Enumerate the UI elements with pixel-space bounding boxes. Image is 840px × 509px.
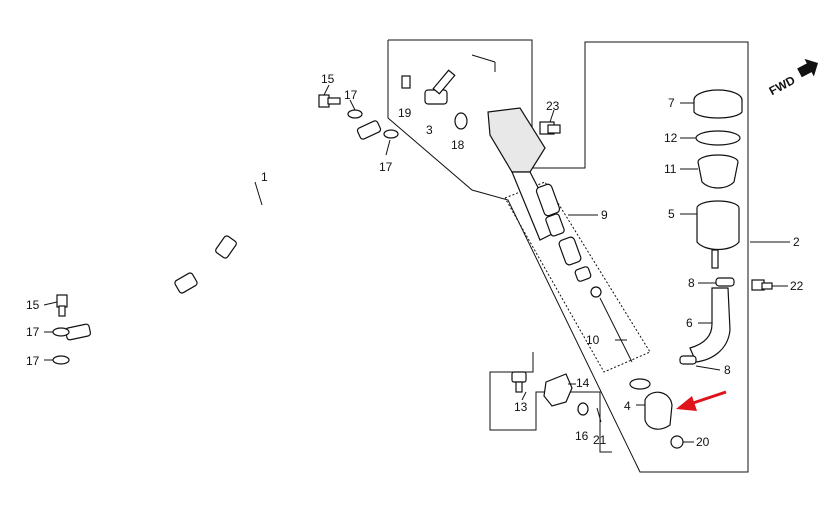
washer-17a: [52, 327, 70, 337]
reservoir-hose-6: [689, 287, 731, 363]
banjo-bolt-top: [318, 94, 341, 108]
callout-15a: 15: [26, 298, 40, 312]
washer-17b: [52, 355, 70, 365]
callout-17b: 17: [26, 354, 40, 368]
washer-17d: [383, 129, 399, 139]
callout-23: 23: [546, 99, 560, 113]
callout-6: 6: [686, 316, 693, 330]
fwd-indicator: FWD: [767, 58, 819, 98]
boot-4: [629, 378, 673, 430]
callout-3: 3: [426, 123, 433, 137]
fwd-label: FWD: [767, 73, 798, 98]
callout-20: 20: [696, 435, 710, 449]
brake-hose: [64, 120, 382, 341]
callout-1: 1: [261, 170, 268, 184]
callout-17a: 17: [26, 325, 40, 339]
callout-4: 4: [624, 399, 631, 413]
nut-20: [670, 435, 684, 449]
push-rod: [599, 297, 633, 363]
leader-lines: [43, 84, 790, 443]
bleeder-19: [401, 75, 411, 89]
callout-14: 14: [576, 376, 590, 390]
callout-10: 10: [586, 333, 600, 347]
callout-9: 9: [601, 208, 608, 222]
callout-2: 2: [793, 235, 800, 249]
callout-21: 21: [593, 433, 607, 447]
hose-clamp-8b: [679, 355, 697, 365]
hose-clamp-8a: [715, 277, 735, 287]
callout-22: 22: [790, 279, 804, 293]
callout-7: 7: [668, 96, 675, 110]
bolt-23: [539, 121, 561, 135]
banjo-bolt-left: [56, 294, 68, 317]
callout-17c: 17: [344, 88, 358, 102]
joint-3: [424, 69, 456, 105]
callout-15b: 15: [321, 72, 335, 86]
callout-16: 16: [575, 429, 589, 443]
callout-8b: 8: [724, 363, 731, 377]
callout-8a: 8: [688, 276, 695, 290]
callout-18: 18: [451, 138, 465, 152]
diaphragm-11: [697, 154, 739, 189]
bolt-22: [751, 279, 773, 291]
callouts: 1 2 3 4 5 6 7 8 8 9 10 11 12 13 14 15 15…: [26, 72, 804, 449]
reservoir-cap-7: [693, 89, 743, 119]
clevis-14: [543, 373, 573, 407]
callout-5: 5: [668, 207, 675, 221]
pivot-bolt-13: [511, 371, 527, 393]
fwd-arrow-icon: [797, 58, 819, 78]
washer-17c: [347, 109, 363, 119]
cotter-pin-21: [596, 407, 602, 423]
callout-19: 19: [398, 106, 412, 120]
piston-kit: [535, 183, 602, 298]
callout-17d: 17: [379, 160, 393, 174]
highlight-arrow: [676, 390, 727, 411]
reservoir-5: [696, 200, 740, 269]
plate-12: [695, 130, 741, 146]
callout-13: 13: [514, 400, 528, 414]
o-ring-18: [454, 112, 468, 130]
washer-16: [577, 402, 589, 416]
callout-11: 11: [664, 162, 677, 176]
callout-12: 12: [664, 131, 678, 145]
